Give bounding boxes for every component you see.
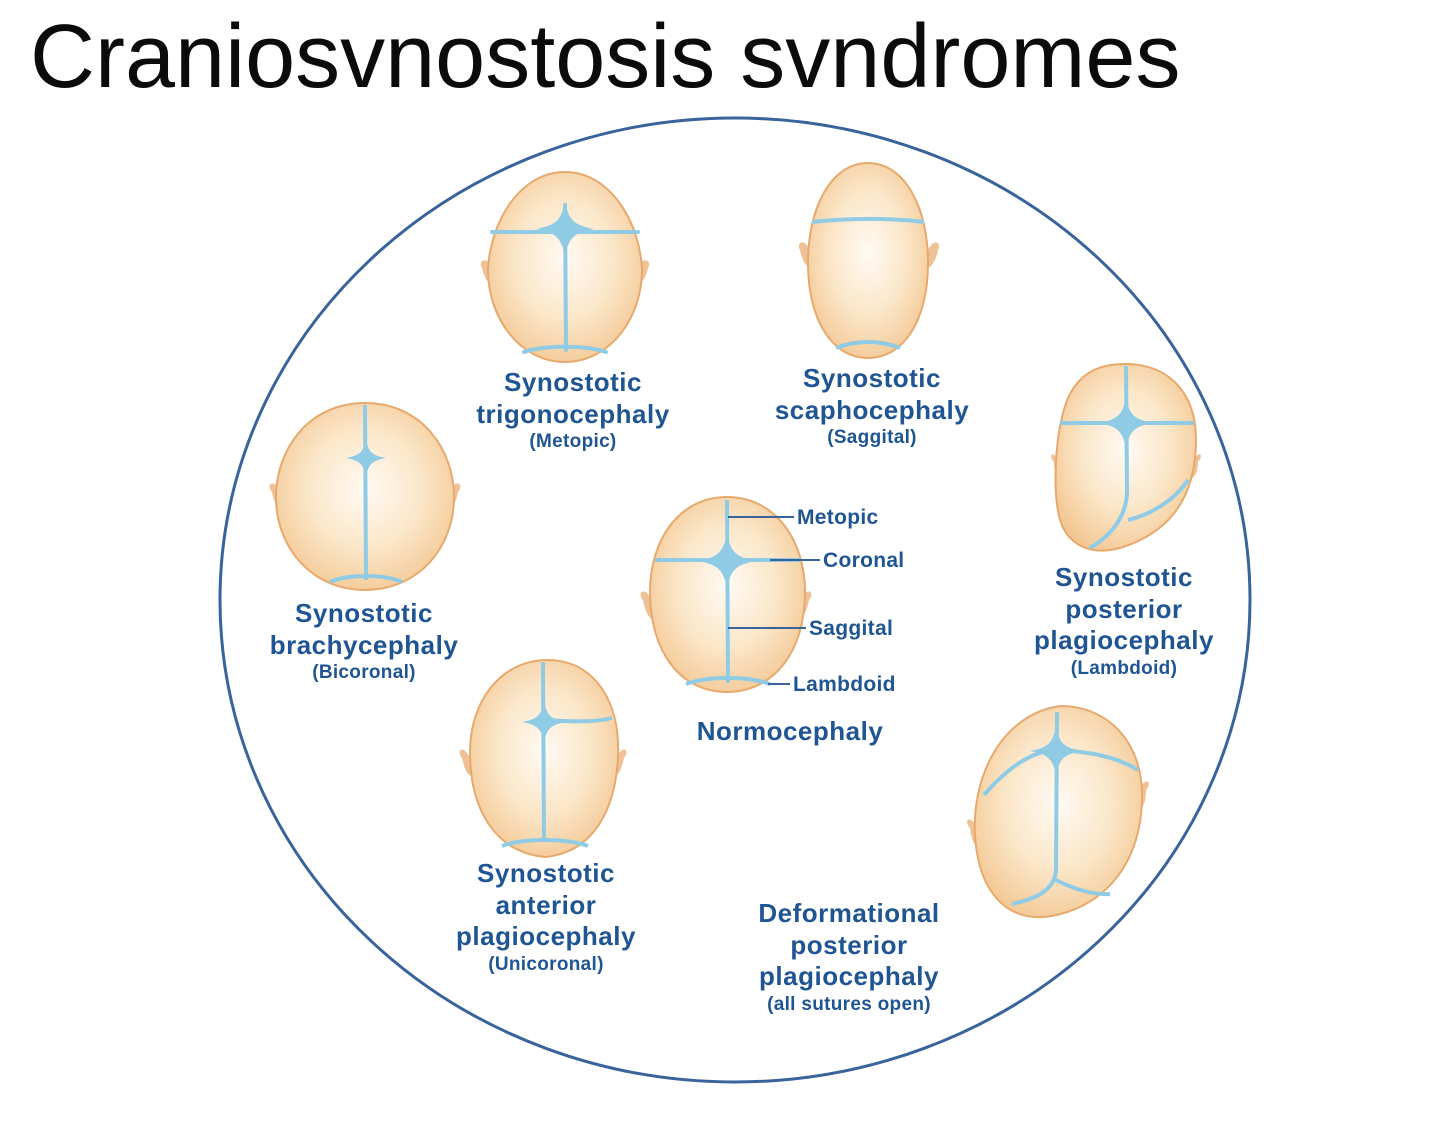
label-anterior-plagiocephaly-line-3: plagiocephaly	[456, 921, 636, 952]
label-brachycephaly-line-1: Synostotic	[295, 598, 433, 628]
label-scaphocephaly: Synostotic scaphocephaly (Saggital)	[775, 363, 969, 450]
label-deformational-plagiocephaly-suture: (all sutures open)	[767, 994, 931, 1016]
label-trigonocephaly: Synostotic trigonocephaly (Metopic)	[476, 367, 669, 454]
skull-scaphocephaly	[798, 161, 940, 360]
skull-deformational-plagiocephaly	[967, 704, 1149, 919]
label-brachycephaly-suture: (Bicoronal)	[312, 662, 416, 684]
skull-normocephaly	[640, 495, 820, 694]
label-anterior-plagiocephaly-suture: (Unicoronal)	[488, 954, 604, 976]
label-brachycephaly-line-2: brachycephaly	[269, 629, 459, 660]
label-normocephaly-line-1: Normocephaly	[696, 716, 884, 746]
suture-label-metopic: Metopic	[797, 506, 879, 529]
label-scaphocephaly-line-1: Synostotic	[803, 363, 941, 393]
label-trigonocephaly-suture: (Metopic)	[529, 431, 617, 453]
label-posterior-plagiocephaly: Synostotic posterior plagiocephaly (Lamb…	[1034, 562, 1214, 680]
skull-trigonocephaly	[480, 170, 650, 364]
label-posterior-plagiocephaly-suture: (Lambdoid)	[1070, 658, 1178, 680]
label-trigonocephaly-line-1: Synostotic	[504, 367, 642, 397]
suture-label-lambdoid: Lambdoid	[793, 673, 896, 696]
label-deformational-plagiocephaly: Deformational posterior plagiocephaly (a…	[758, 898, 939, 1016]
label-trigonocephaly-line-2: trigonocephaly	[476, 398, 670, 429]
label-anterior-plagiocephaly-line-1: Synostotic	[477, 858, 615, 888]
suture-label-sagittal: Saggital	[809, 617, 894, 640]
skull-brachycephaly	[269, 401, 461, 592]
label-scaphocephaly-suture: (Saggital)	[827, 427, 917, 449]
label-posterior-plagiocephaly-line-1: Synostotic	[1055, 562, 1193, 592]
label-scaphocephaly-line-2: scaphocephaly	[774, 394, 970, 425]
outline-ring	[218, 116, 1252, 1084]
suture-label-coronal: Coronal	[823, 549, 905, 572]
skull-anterior-plagiocephaly	[459, 658, 627, 859]
label-anterior-plagiocephaly-line-2: anterior	[495, 889, 597, 920]
label-anterior-plagiocephaly: Synostotic anterior plagiocephaly (Unico…	[456, 858, 636, 976]
label-deformational-plagiocephaly-line-2: posterior	[790, 929, 908, 960]
label-posterior-plagiocephaly-line-2: posterior	[1065, 593, 1183, 624]
skull-posterior-plagiocephaly	[1051, 362, 1201, 552]
label-posterior-plagiocephaly-line-3: plagiocephaly	[1034, 625, 1214, 656]
label-normocephaly: Normocephaly	[697, 716, 884, 748]
label-brachycephaly: Synostotic brachycephaly (Bicoronal)	[270, 598, 459, 685]
suture-leaders	[728, 516, 820, 685]
label-deformational-plagiocephaly-line-3: plagiocephaly	[759, 961, 939, 992]
label-deformational-plagiocephaly-line-1: Deformational	[758, 898, 940, 928]
page-title: Craniosvnostosis svndromes	[30, 7, 1181, 107]
